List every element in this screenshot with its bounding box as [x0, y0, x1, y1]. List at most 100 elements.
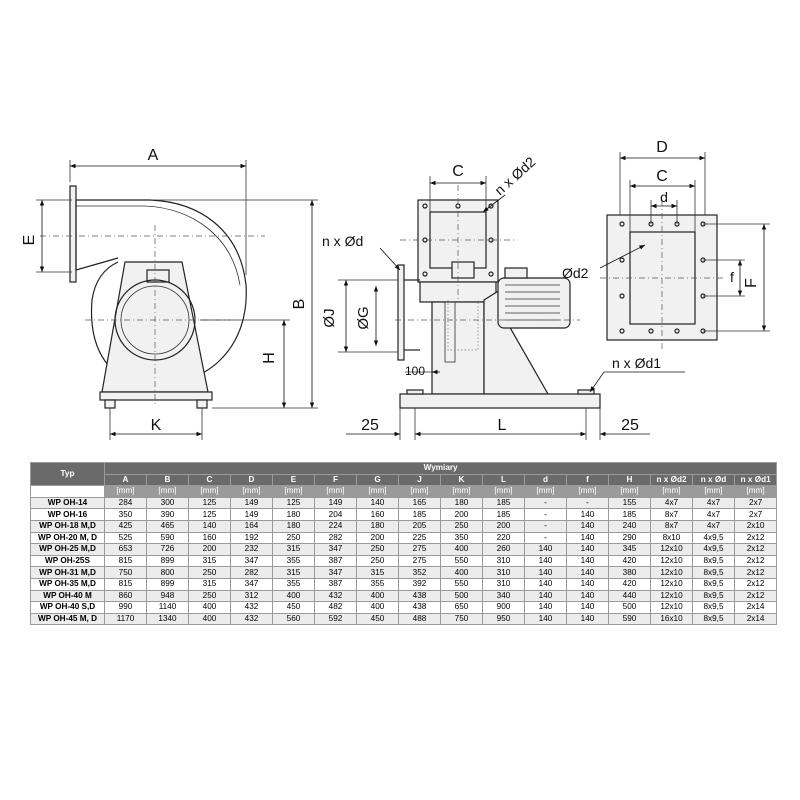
label-n-x-d1: n x Ød1 — [612, 355, 661, 371]
value-cell: 8x9,5 — [692, 554, 735, 568]
value-cell: 2x12 — [733, 543, 778, 556]
value-cell: 155 — [608, 496, 651, 510]
dim-label-A: A — [148, 147, 159, 164]
value-cell: 260 — [482, 543, 525, 556]
value-cell: 8x9,5 — [692, 589, 735, 603]
value-cell: 310 — [482, 566, 525, 579]
value-cell: 180 — [356, 519, 399, 533]
value-cell: 140 — [188, 519, 231, 533]
value-cell: 860 — [104, 589, 147, 603]
value-cell: 200 — [356, 531, 399, 545]
value-cell: 140 — [524, 566, 567, 579]
unit-cell: [mm] — [104, 485, 147, 498]
column-header: H — [608, 473, 651, 487]
value-cell: 400 — [272, 589, 315, 603]
typ-header: Typ — [30, 461, 105, 487]
value-cell: 432 — [314, 589, 357, 603]
dim-label-G: ØG — [355, 306, 372, 329]
value-cell: 2x7 — [733, 496, 778, 510]
column-header: E — [272, 473, 315, 487]
value-cell: 345 — [608, 543, 651, 556]
value-cell: 560 — [272, 612, 315, 626]
value-cell: 312 — [230, 589, 273, 603]
value-cell: 800 — [146, 566, 189, 579]
value-cell: 180 — [440, 496, 483, 510]
column-header: G — [356, 473, 399, 487]
dim-label-K: K — [151, 417, 162, 434]
column-header: d — [524, 473, 567, 487]
value-cell: 352 — [398, 566, 441, 579]
type-cell: WP OH-31 M,D — [30, 566, 105, 579]
value-cell: 815 — [104, 554, 147, 568]
column-header: A — [104, 473, 147, 487]
value-cell: 400 — [356, 601, 399, 614]
value-cell: 420 — [608, 554, 651, 568]
value-cell: 140 — [524, 554, 567, 568]
value-cell: 4x9,5 — [692, 531, 735, 545]
value-cell: 438 — [398, 589, 441, 603]
value-cell: 390 — [146, 508, 189, 521]
value-cell: 400 — [356, 589, 399, 603]
flange-view: D C d Ød2 f F — [562, 139, 770, 350]
value-cell: 200 — [440, 508, 483, 521]
value-cell: 425 — [104, 519, 147, 533]
value-cell: 282 — [314, 531, 357, 545]
value-cell: 948 — [146, 589, 189, 603]
value-cell: 350 — [440, 531, 483, 545]
value-cell: 340 — [482, 589, 525, 603]
value-cell: - — [524, 531, 567, 545]
value-cell: - — [524, 496, 567, 510]
value-cell: 2x14 — [733, 601, 778, 614]
value-cell: 347 — [314, 543, 357, 556]
value-cell: 140 — [524, 612, 567, 626]
value-cell: 990 — [104, 601, 147, 614]
value-cell: 500 — [440, 589, 483, 603]
value-cell: 8x9,5 — [692, 601, 735, 614]
value-cell: 500 — [608, 601, 651, 614]
value-cell: 590 — [608, 612, 651, 626]
dim-label-f: f — [730, 269, 734, 285]
value-cell: 387 — [314, 577, 357, 591]
type-cell: WP OH-35 M,D — [30, 577, 105, 591]
type-cell: WP OH-25 M,D — [30, 543, 105, 556]
value-cell: 8x10 — [650, 531, 693, 545]
value-cell: 125 — [188, 496, 231, 510]
value-cell: 185 — [482, 496, 525, 510]
value-cell: 347 — [230, 577, 273, 591]
value-cell: 250 — [440, 519, 483, 533]
value-cell: - — [524, 519, 567, 533]
value-cell: 2x14 — [733, 612, 778, 626]
value-cell: 482 — [314, 601, 357, 614]
value-cell: 2x12 — [733, 566, 778, 579]
value-cell: 185 — [608, 508, 651, 521]
unit-cell: [mm] — [188, 485, 231, 498]
value-cell: 220 — [482, 531, 525, 545]
dim-label-100: 100 — [405, 364, 425, 378]
column-header: n x Ød2 — [650, 473, 693, 487]
value-cell: 2x12 — [733, 554, 778, 568]
value-cell: 900 — [482, 601, 525, 614]
unit-cell: [mm] — [608, 485, 651, 498]
value-cell: 275 — [398, 543, 441, 556]
value-cell: 592 — [314, 612, 357, 626]
dim-label-B: B — [291, 299, 308, 310]
value-cell: - — [566, 496, 609, 510]
value-cell: 160 — [356, 508, 399, 521]
value-cell: 550 — [440, 577, 483, 591]
column-header: B — [146, 473, 189, 487]
value-cell: 160 — [188, 531, 231, 545]
value-cell: 224 — [314, 519, 357, 533]
unit-cell: [mm] — [692, 485, 735, 498]
value-cell: 899 — [146, 554, 189, 568]
value-cell: 440 — [608, 589, 651, 603]
value-cell: 4x7 — [692, 519, 735, 533]
value-cell: 140 — [566, 543, 609, 556]
label-d2-flange: Ød2 — [562, 265, 589, 281]
